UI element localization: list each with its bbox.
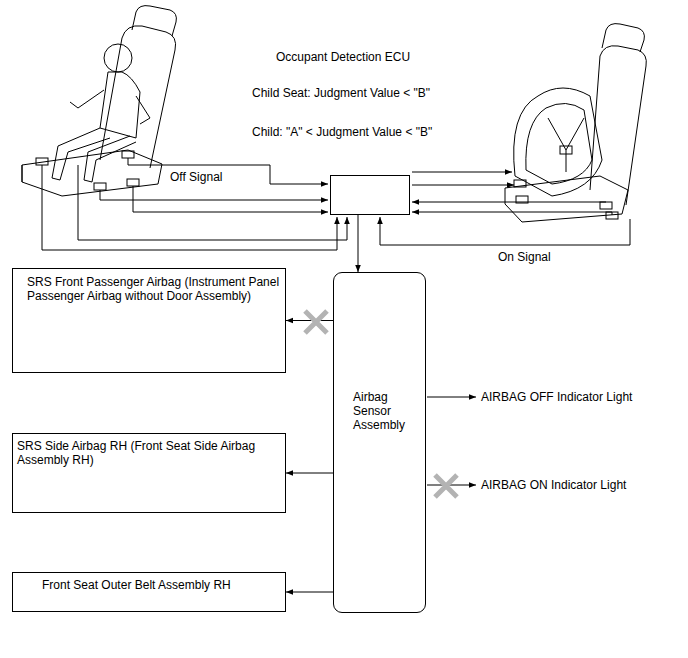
sensor-box: Airbag Sensor Assembly: [333, 272, 426, 613]
indicator-name: AIRBAG ON Indicator Light: [481, 478, 626, 492]
signal-wire: [42, 158, 630, 485]
signal-name: Off Signal: [170, 170, 222, 184]
seat-with-child-seat: [505, 24, 646, 222]
signal-arrow: [286, 320, 333, 321]
judgment-note: Child Seat: Judgment Value < "B": [252, 86, 430, 100]
judgment-note: Child: "A" < Judgment Value < "B": [252, 125, 432, 139]
box-label: Front Seat Outer Belt Assembly RH: [42, 578, 282, 592]
airbag-box: SRS Side Airbag RH (Front Seat Side Airb…: [12, 433, 286, 513]
signal-name: On Signal: [498, 250, 551, 264]
cross-mark: [305, 311, 457, 497]
signal-arrow: [286, 473, 333, 474]
box-label: SRS Side Airbag RH (Front Seat Side Airb…: [17, 439, 283, 467]
airbag-box: SRS Front Passenger Airbag (Instrument P…: [12, 268, 286, 373]
belt-box: Front Seat Outer Belt Assembly RH: [12, 572, 286, 612]
ecu-box: Occupant Detection ECU: [330, 175, 410, 215]
signal-arrow: [358, 215, 359, 272]
box-label: Airbag Sensor Assembly: [353, 390, 415, 432]
unit-name: Occupant Detection ECU: [276, 50, 410, 64]
seat-with-child: [22, 6, 176, 196]
signal-arrow: [286, 592, 333, 593]
box-label: SRS Front Passenger Airbag (Instrument P…: [27, 275, 282, 303]
indicator-name: AIRBAG OFF Indicator Light: [481, 390, 632, 404]
